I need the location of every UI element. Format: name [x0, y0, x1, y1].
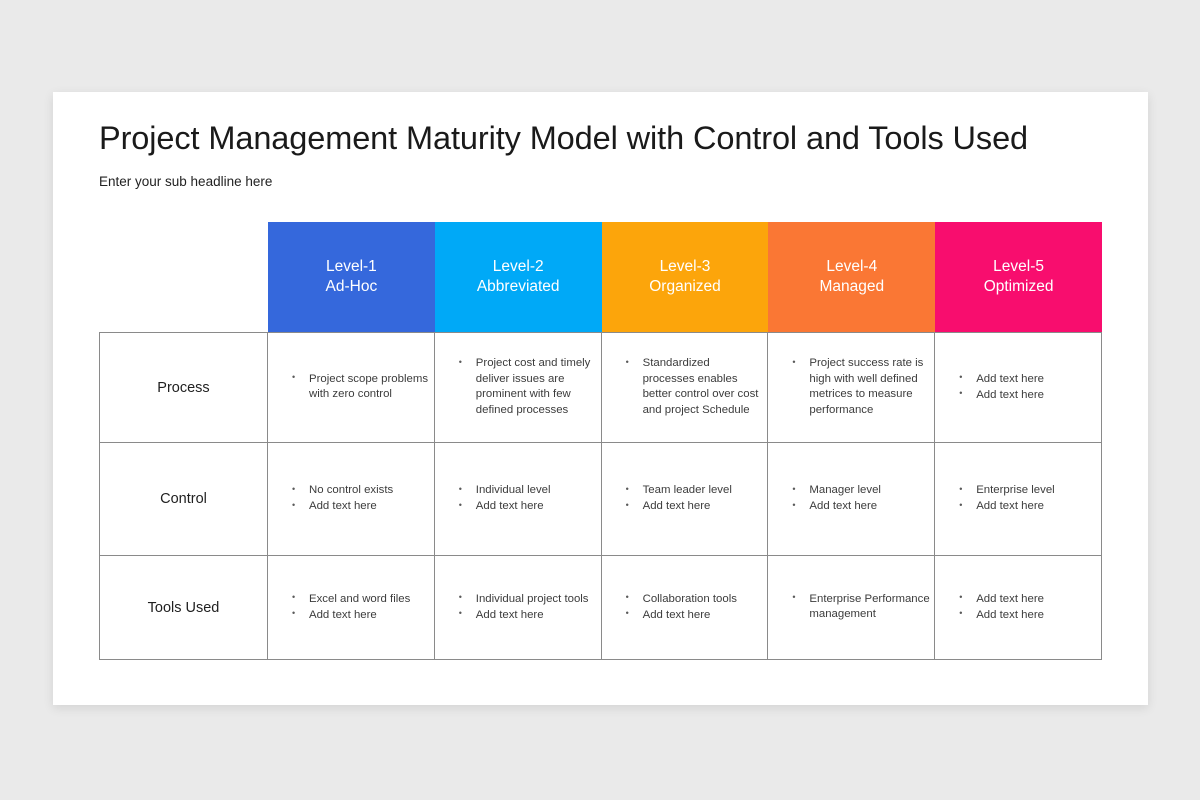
bullet-item: Add text here: [459, 607, 597, 624]
level-header-5[interactable]: Level-5 Optimized: [935, 222, 1102, 332]
level-number-4: Level-4: [826, 257, 878, 275]
bullet-item: Standardized processes enables better co…: [626, 356, 764, 418]
row-label-text: Tools Used: [147, 599, 220, 616]
level-name-4: Managed: [819, 278, 885, 295]
bullet-item: Add text here: [626, 499, 764, 515]
bullet-item: Add text here: [959, 607, 1097, 624]
level-header-3[interactable]: Level-3 Organized: [601, 222, 769, 332]
cell-control-level-2[interactable]: Individual levelAdd text here: [434, 443, 602, 556]
cell-tools-level-2[interactable]: Individual project toolsAdd text here: [434, 556, 602, 660]
cell-control-level-4[interactable]: Manager levelAdd text here: [768, 443, 936, 556]
page-subtitle: Enter your sub headline here: [99, 174, 273, 189]
slide-card: Project Management Maturity Model with C…: [53, 92, 1148, 705]
bullet-list: Individual project toolsAdd text here: [445, 591, 597, 624]
bullet-list: Manager levelAdd text here: [778, 483, 930, 515]
cell-control-level-1[interactable]: No control existsAdd text here: [268, 443, 435, 556]
bullet-list: Excel and word filesAdd text here: [278, 591, 430, 624]
bullet-item: Add text here: [959, 591, 1097, 608]
bullet-item: No control exists: [292, 483, 430, 499]
cell-tools-level-1[interactable]: Excel and word filesAdd text here: [268, 556, 435, 660]
bullet-item: Collaboration tools: [626, 591, 764, 608]
cell-process-level-2[interactable]: Project cost and timely deliver issues a…: [434, 332, 602, 443]
bullet-list: Collaboration toolsAdd text here: [612, 591, 764, 624]
bullet-item: Add text here: [626, 607, 764, 624]
row-label-control: Control: [99, 443, 268, 556]
cell-tools-level-4[interactable]: Enterprise Performance management: [768, 556, 936, 660]
level-name-5: Optimized: [983, 278, 1054, 295]
maturity-matrix: Level-1 Ad-Hoc Level-2 Abbreviated Level…: [99, 222, 1102, 660]
level-number-5: Level-5: [993, 257, 1044, 275]
level-name-2: Abbreviated: [476, 278, 560, 295]
bullet-item: Individual level: [459, 483, 597, 499]
row-label-tools: Tools Used: [99, 556, 268, 660]
bullet-item: Project cost and timely deliver issues a…: [459, 356, 597, 418]
matrix-row-control: ControlNo control existsAdd text hereInd…: [99, 443, 1102, 556]
bullet-list: Standardized processes enables better co…: [612, 356, 764, 419]
bullet-item: Add text here: [959, 499, 1097, 515]
level-number-2: Level-2: [492, 257, 544, 275]
level-header-4[interactable]: Level-4 Managed: [768, 222, 936, 332]
bullet-item: Enterprise Performance management: [792, 591, 930, 623]
bullet-item: Add text here: [459, 499, 597, 515]
cell-process-level-5[interactable]: Add text hereAdd text here: [935, 332, 1102, 443]
level-name-3: Organized: [649, 278, 721, 295]
bullet-list: Project scope problems with zero control: [278, 371, 430, 404]
bullet-list: Enterprise Performance management: [778, 591, 930, 624]
cell-process-level-1[interactable]: Project scope problems with zero control: [268, 332, 435, 443]
bullet-list: Team leader levelAdd text here: [612, 483, 764, 515]
level-header-2[interactable]: Level-2 Abbreviated: [434, 222, 602, 332]
level-number-1: Level-1: [325, 257, 377, 275]
bullet-item: Add text here: [292, 607, 430, 624]
level-header-1[interactable]: Level-1 Ad-Hoc: [268, 222, 435, 332]
row-label-process: Process: [99, 332, 268, 443]
bullet-list: Add text hereAdd text here: [945, 371, 1097, 404]
bullet-item: Add text here: [959, 371, 1097, 388]
bullet-list: Add text hereAdd text here: [945, 591, 1097, 624]
bullet-item: Add text here: [792, 499, 930, 515]
bullet-list: Project success rate is high with well d…: [778, 356, 930, 419]
bullet-list: Enterprise levelAdd text here: [945, 483, 1097, 515]
bullet-list: No control existsAdd text here: [278, 483, 430, 515]
cell-process-level-4[interactable]: Project success rate is high with well d…: [768, 332, 936, 443]
bullet-list: Project cost and timely deliver issues a…: [445, 356, 597, 419]
level-name-1: Ad-Hoc: [325, 278, 378, 295]
matrix-body: Process Project scope problems with zero …: [99, 332, 1102, 660]
bullet-item: Team leader level: [626, 483, 764, 499]
matrix-row-process: Process Project scope problems with zero …: [99, 332, 1102, 443]
row-label-text: Control: [160, 491, 207, 507]
cell-process-level-3[interactable]: Standardized processes enables better co…: [601, 332, 769, 443]
matrix-row-tools: Tools UsedExcel and word filesAdd text h…: [99, 556, 1102, 660]
matrix-corner-cell: [99, 222, 268, 332]
level-number-3: Level-3: [659, 257, 711, 275]
page-title: Project Management Maturity Model with C…: [99, 120, 1029, 156]
bullet-item: Add text here: [959, 387, 1097, 404]
bullet-item: Manager level: [792, 483, 930, 499]
cell-tools-level-5[interactable]: Add text hereAdd text here: [935, 556, 1102, 660]
bullet-item: Individual project tools: [459, 591, 597, 608]
bullet-item: Project scope problems with zero control: [292, 371, 430, 403]
bullet-item: Add text here: [292, 499, 430, 515]
matrix-header-row: Level-1 Ad-Hoc Level-2 Abbreviated Level…: [99, 222, 1102, 332]
bullet-item: Excel and word files: [292, 591, 430, 608]
cell-control-level-5[interactable]: Enterprise levelAdd text here: [935, 443, 1102, 556]
row-label-text: Process: [157, 379, 210, 396]
bullet-item: Enterprise level: [959, 483, 1097, 499]
bullet-item: Project success rate is high with well d…: [792, 356, 930, 418]
bullet-list: Individual levelAdd text here: [445, 483, 597, 515]
cell-control-level-3[interactable]: Team leader levelAdd text here: [601, 443, 769, 556]
cell-tools-level-3[interactable]: Collaboration toolsAdd text here: [601, 556, 769, 660]
